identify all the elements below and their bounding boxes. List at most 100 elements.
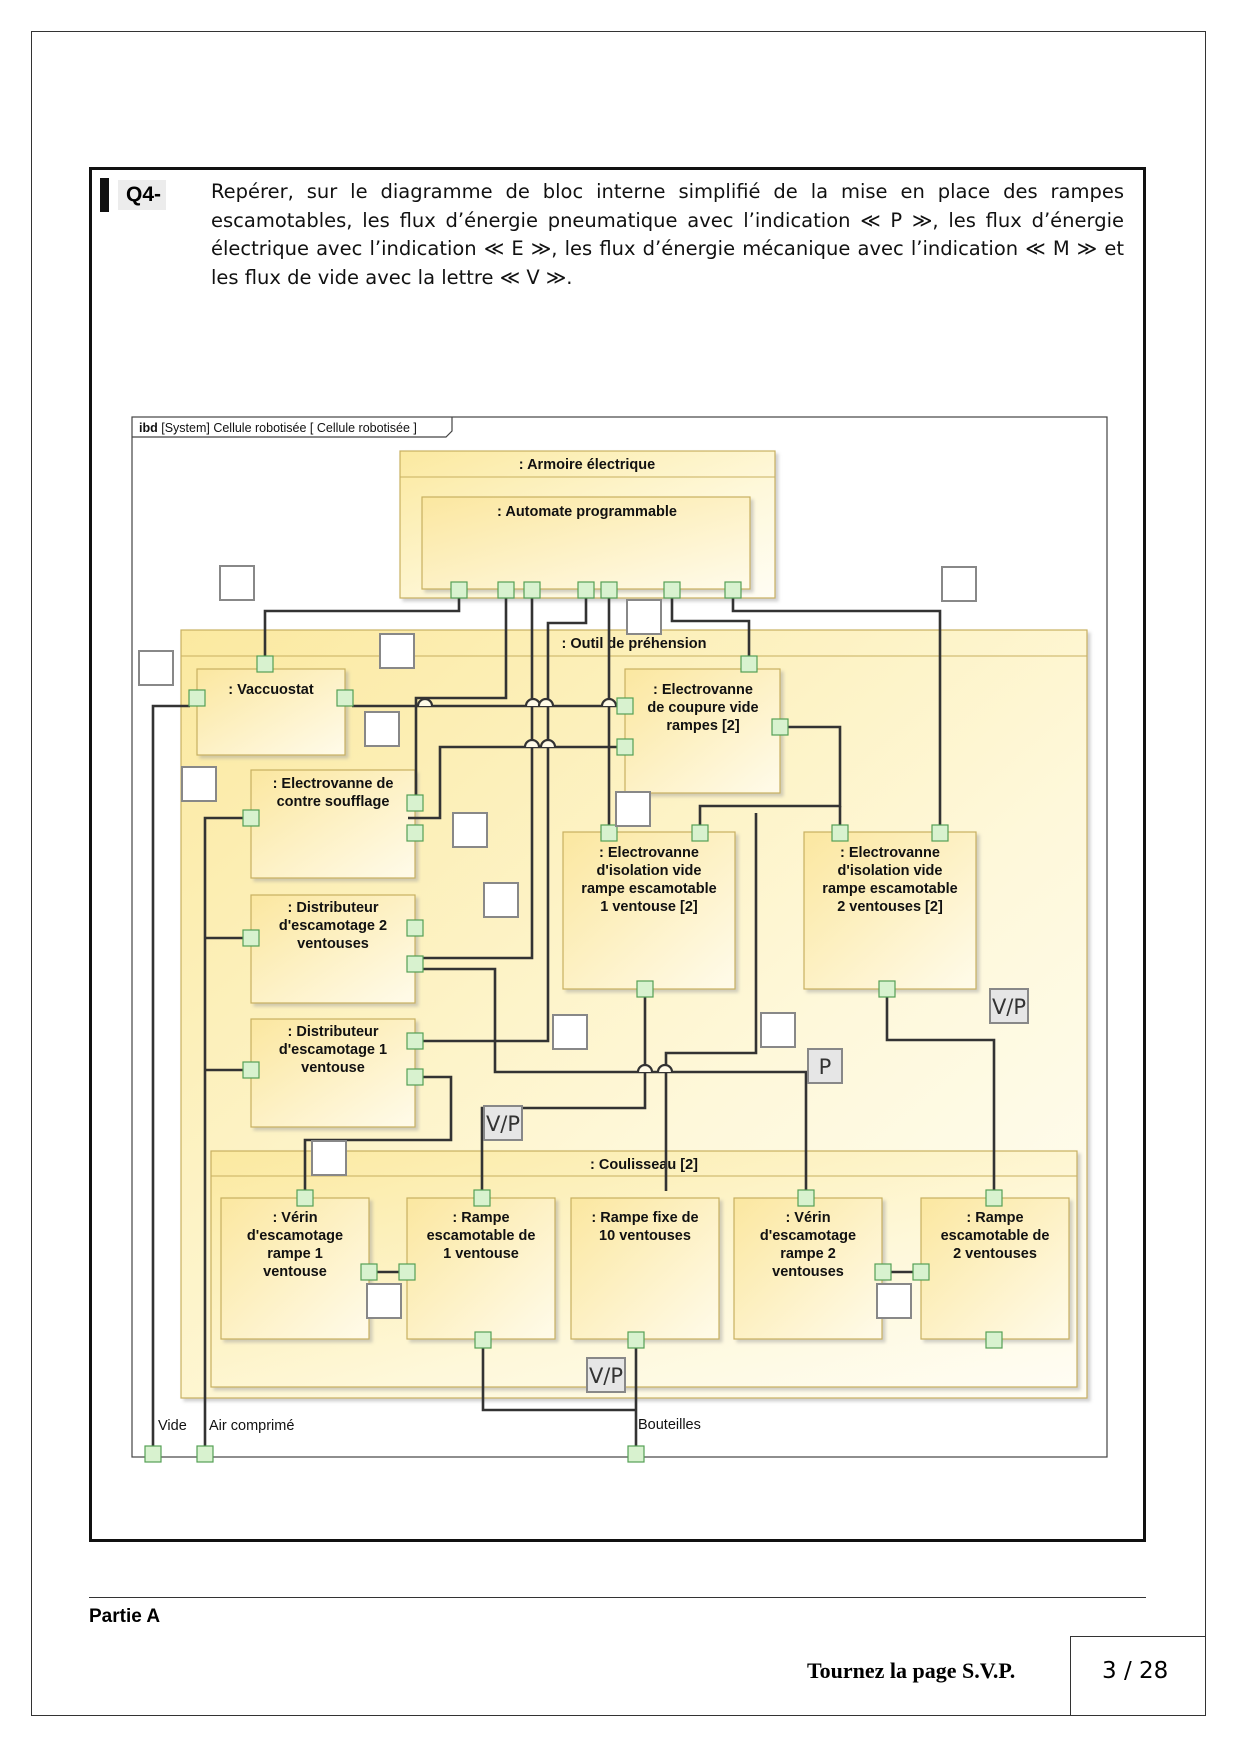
answer-box: [364, 711, 400, 747]
filled-tags: V/P P V/P V/P: [483, 988, 1029, 1393]
ibd-frame: ibd [System] Cellule robotisée [ Cellule…: [131, 416, 1108, 1458]
port: [360, 1263, 378, 1281]
flow-ports: [144, 581, 1003, 1463]
answer-box: [452, 812, 488, 848]
port: [724, 581, 742, 599]
frame-keyword: ibd: [139, 421, 158, 435]
port: [616, 697, 634, 715]
port: [242, 809, 260, 827]
answer-box: [876, 1283, 912, 1319]
port: [523, 581, 541, 599]
line-crossovers: [416, 697, 674, 1073]
port: [406, 919, 424, 937]
port: [600, 581, 618, 599]
answer-box: [941, 566, 977, 602]
tag-vp-3: V/P: [589, 1364, 623, 1388]
question-box: [89, 167, 1146, 1542]
question-marker-bar: [100, 178, 109, 212]
question-number: Q4-: [118, 180, 166, 210]
port: [406, 1032, 424, 1050]
port: [406, 824, 424, 842]
port: [242, 1061, 260, 1079]
port: [196, 1445, 214, 1463]
port: [931, 824, 949, 842]
page-number-box: [1070, 1636, 1206, 1716]
port: [874, 1263, 892, 1281]
answer-box: [483, 882, 519, 918]
port: [256, 655, 274, 673]
answer-box: [626, 599, 662, 635]
port: [336, 689, 354, 707]
footer-rule: [89, 1597, 1146, 1598]
port: [797, 1189, 815, 1207]
port: [398, 1263, 416, 1281]
footer-turn-page: Tournez la page S.V.P.: [807, 1658, 1016, 1683]
port: [831, 824, 849, 842]
automate-title: : Automate programmable: [497, 504, 677, 520]
question-text: Repérer, sur le diagramme de bloc intern…: [211, 180, 1124, 289]
port: [577, 581, 595, 599]
port: [406, 955, 424, 973]
tag-vp-1: V/P: [992, 995, 1026, 1019]
port: [144, 1445, 162, 1463]
answer-box: [366, 1283, 402, 1319]
port: [985, 1331, 1003, 1349]
port: [663, 581, 681, 599]
answer-box: [138, 650, 174, 686]
svg-text:ibd [System] Cellule robotisée: ibd [System] Cellule robotisée [ Cellule…: [139, 421, 417, 435]
port: [473, 1189, 491, 1207]
port: [912, 1263, 930, 1281]
port: [691, 824, 709, 842]
port: [296, 1189, 314, 1207]
page-frame: [31, 31, 1206, 1716]
frame-title: [System] Cellule robotisée [ Cellule rob…: [158, 421, 417, 435]
port: [771, 718, 789, 736]
outil-title: : Outil de préhension: [561, 636, 706, 652]
port: [450, 581, 468, 599]
port: [242, 929, 260, 947]
answer-box: [552, 1014, 588, 1050]
coulisseau-title: : Coulisseau [2]: [590, 1157, 698, 1173]
armoire-title: : Armoire électrique: [519, 457, 655, 473]
port-label-bouteilles: Bouteilles: [638, 1417, 701, 1433]
footer-partie: Partie A: [89, 1606, 161, 1627]
port: [406, 794, 424, 812]
port: [474, 1331, 492, 1349]
answer-box: [181, 766, 217, 802]
answer-box: [615, 791, 651, 827]
port: [406, 1068, 424, 1086]
vaccuostat-title: : Vaccuostat: [228, 682, 314, 698]
tag-p: P: [819, 1055, 832, 1079]
port: [985, 1189, 1003, 1207]
answer-box: [311, 1140, 347, 1176]
port: [636, 980, 654, 998]
port: [627, 1445, 645, 1463]
answer-box: [379, 633, 415, 669]
port: [600, 824, 618, 842]
answer-boxes[interactable]: [138, 565, 977, 1319]
port: [627, 1331, 645, 1349]
port-label-vide: Vide: [158, 1418, 187, 1434]
